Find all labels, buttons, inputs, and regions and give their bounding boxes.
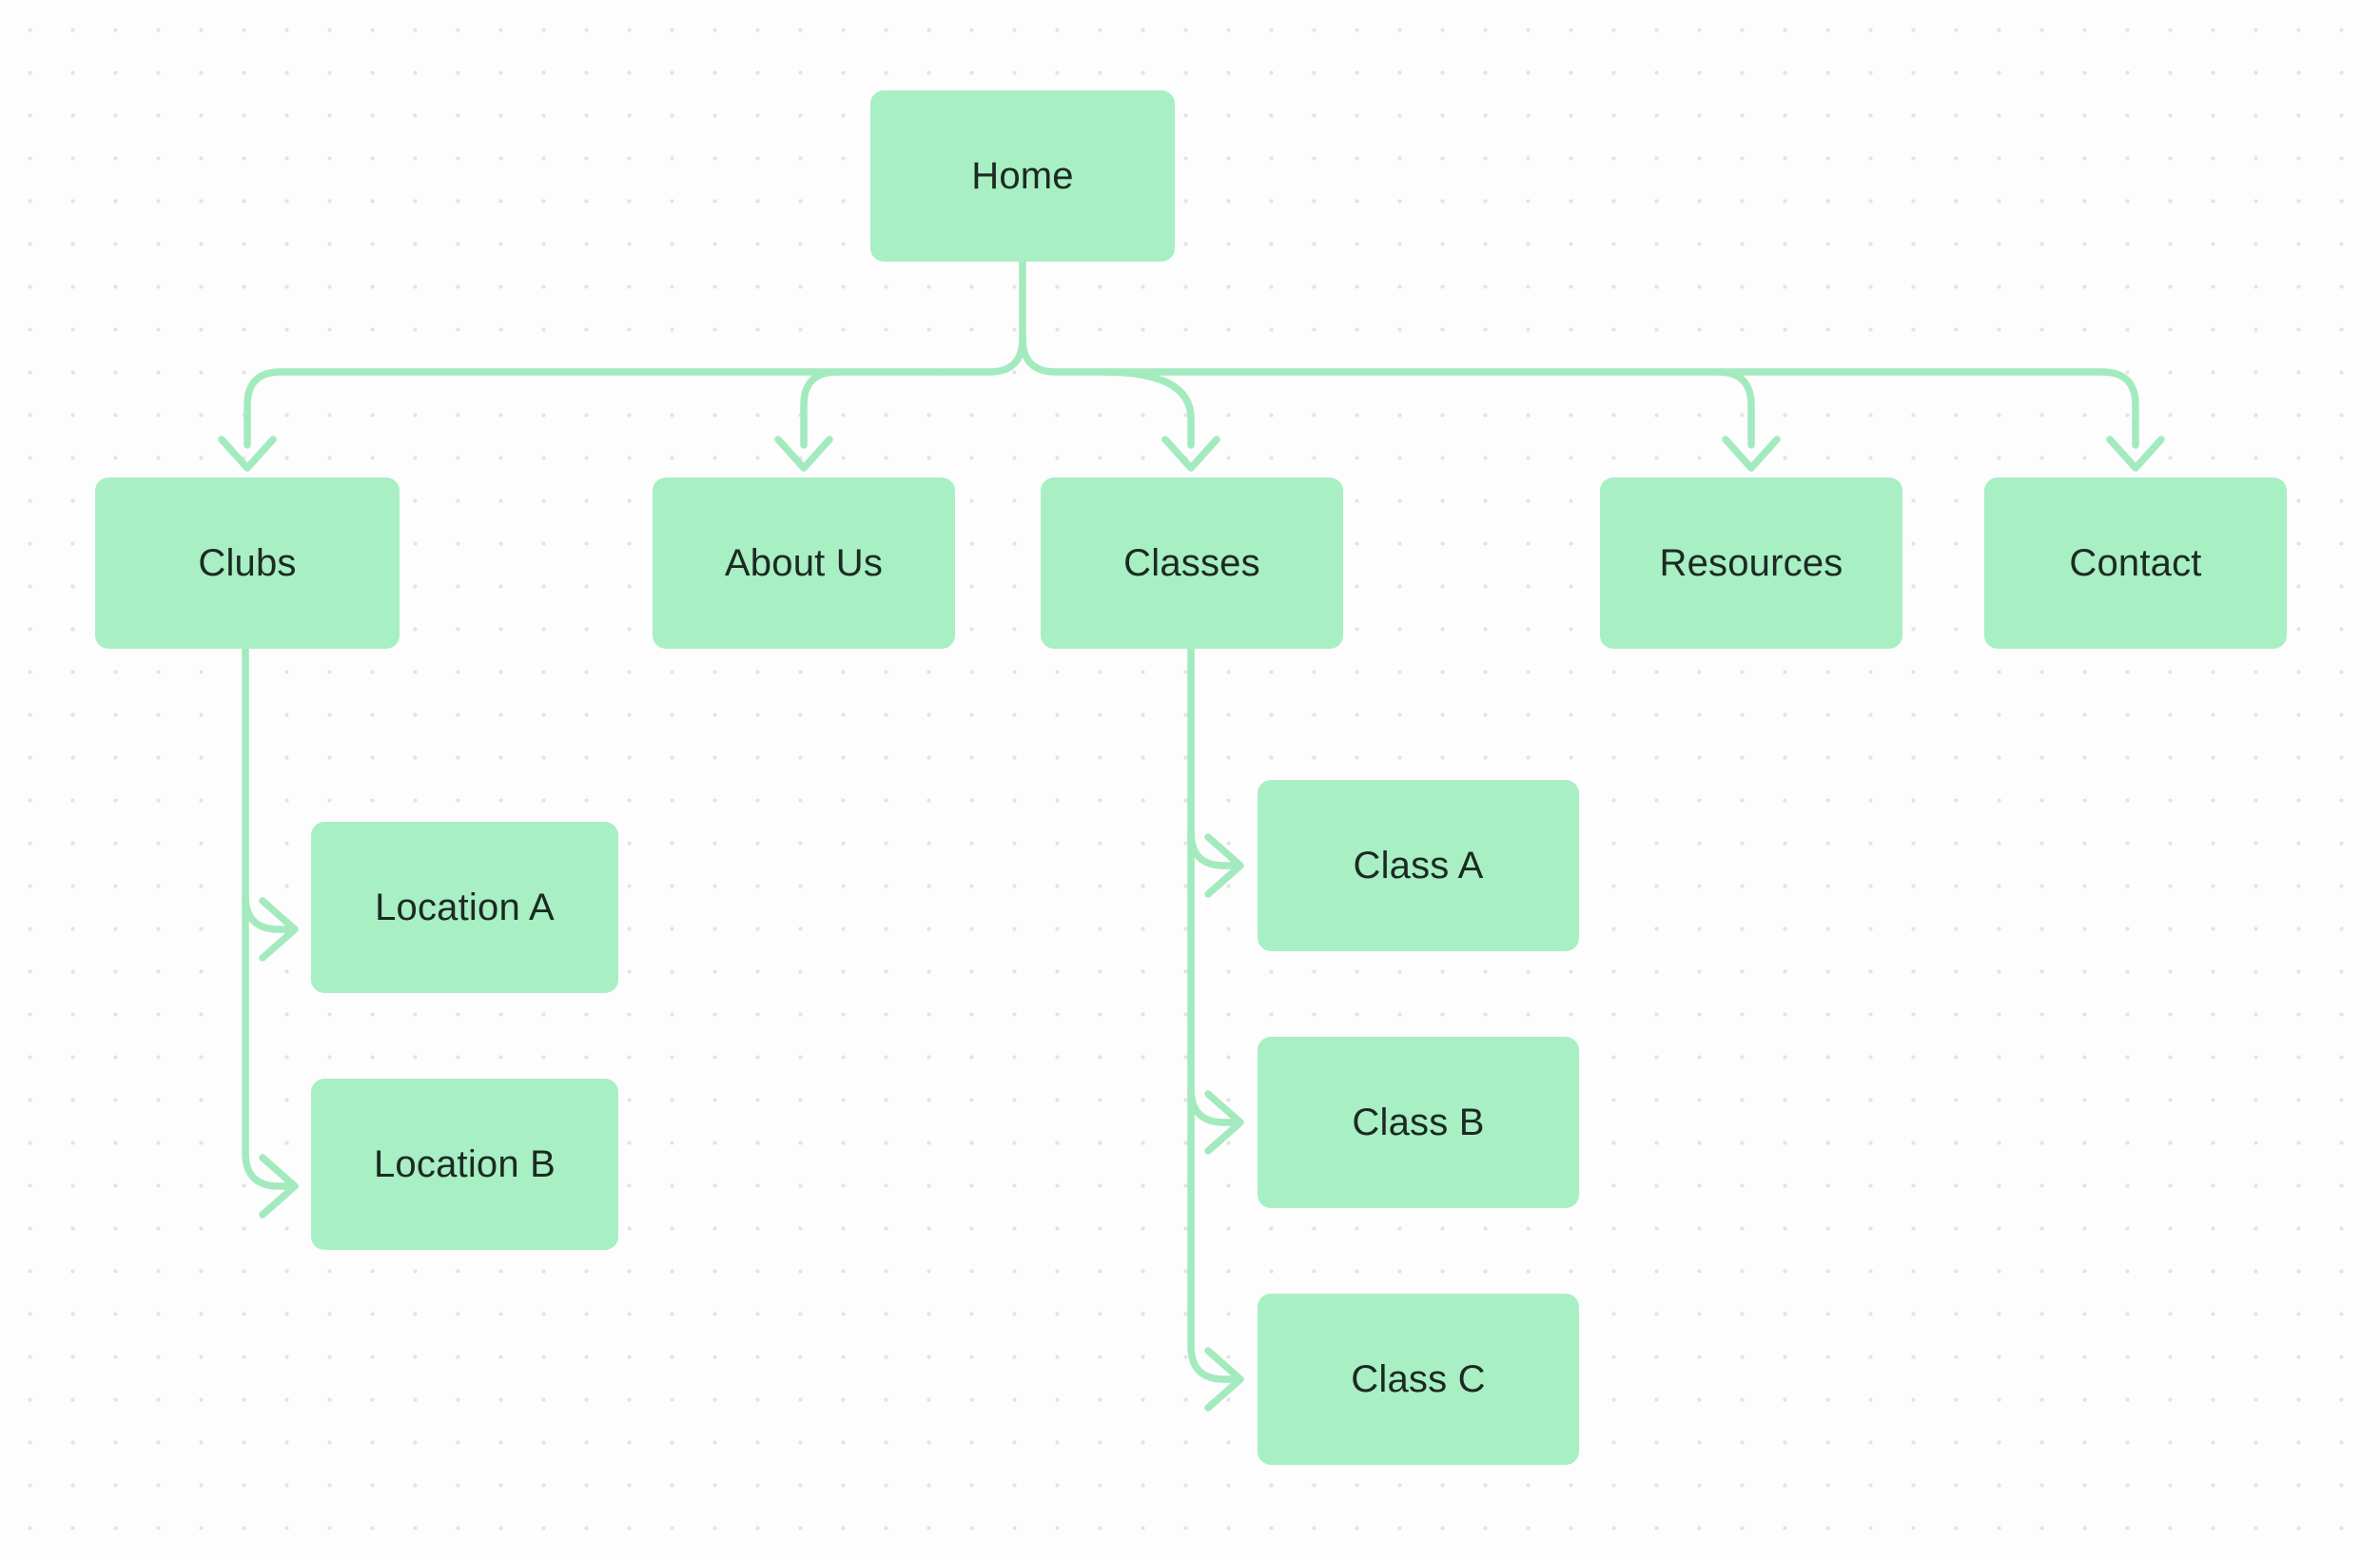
- arrowhead-about-us: [774, 436, 833, 472]
- edge-home-stem-left: [938, 335, 1026, 376]
- arrowhead-contact: [2106, 436, 2165, 472]
- edge-clubs-trunk: [242, 645, 292, 1190]
- edge-classes-to-class-b: [1187, 1085, 1239, 1126]
- edge-home-to-contact-trunk: [1714, 368, 2139, 449]
- node-class-c[interactable]: Class C: [1258, 1294, 1579, 1465]
- arrowhead-clubs: [218, 436, 277, 472]
- node-label-classes: Classes: [1123, 542, 1260, 584]
- edge-classes-trunk: [1187, 645, 1239, 1383]
- edge-home-to-clubs-trunk: [244, 368, 946, 449]
- node-label-location-b: Location B: [373, 1143, 556, 1185]
- node-label-class-a: Class A: [1353, 845, 1484, 887]
- node-classes[interactable]: Classes: [1041, 478, 1343, 649]
- arrowhead-class-a: [1204, 833, 1244, 898]
- arrowhead-location-a: [259, 897, 299, 962]
- node-class-b[interactable]: Class B: [1258, 1037, 1579, 1208]
- node-location-b[interactable]: Location B: [311, 1079, 618, 1250]
- node-label-contact: Contact: [2069, 542, 2202, 584]
- arrowhead-location-b: [259, 1154, 299, 1219]
- edge-home-stem: [1019, 258, 1107, 376]
- edge-classes-to-class-a: [1187, 829, 1239, 869]
- node-label-class-c: Class C: [1351, 1358, 1486, 1400]
- arrowhead-class-c: [1204, 1347, 1244, 1412]
- edge-clubs-to-location-a: [242, 892, 292, 933]
- node-clubs[interactable]: Clubs: [95, 478, 400, 649]
- node-class-a[interactable]: Class A: [1258, 780, 1579, 951]
- node-label-home: Home: [971, 155, 1074, 197]
- node-location-a[interactable]: Location A: [311, 822, 618, 993]
- node-label-class-b: Class B: [1352, 1102, 1485, 1143]
- edge-home-to-about-trunk: [800, 368, 841, 449]
- edge-home-to-resources-trunk: [1100, 368, 1755, 449]
- node-resources[interactable]: Resources: [1600, 478, 1902, 649]
- arrowhead-class-b: [1204, 1090, 1244, 1155]
- node-contact[interactable]: Contact: [1984, 478, 2287, 649]
- node-label-resources: Resources: [1659, 542, 1844, 584]
- edge-home-to-classes-trunk: [1100, 368, 1195, 449]
- node-label-clubs: Clubs: [198, 542, 297, 584]
- node-home[interactable]: Home: [870, 90, 1175, 262]
- arrowhead-resources: [1722, 436, 1781, 472]
- node-about-us[interactable]: About Us: [653, 478, 955, 649]
- node-label-about-us: About Us: [724, 542, 884, 584]
- node-label-location-a: Location A: [375, 887, 555, 928]
- arrowhead-classes: [1161, 436, 1220, 472]
